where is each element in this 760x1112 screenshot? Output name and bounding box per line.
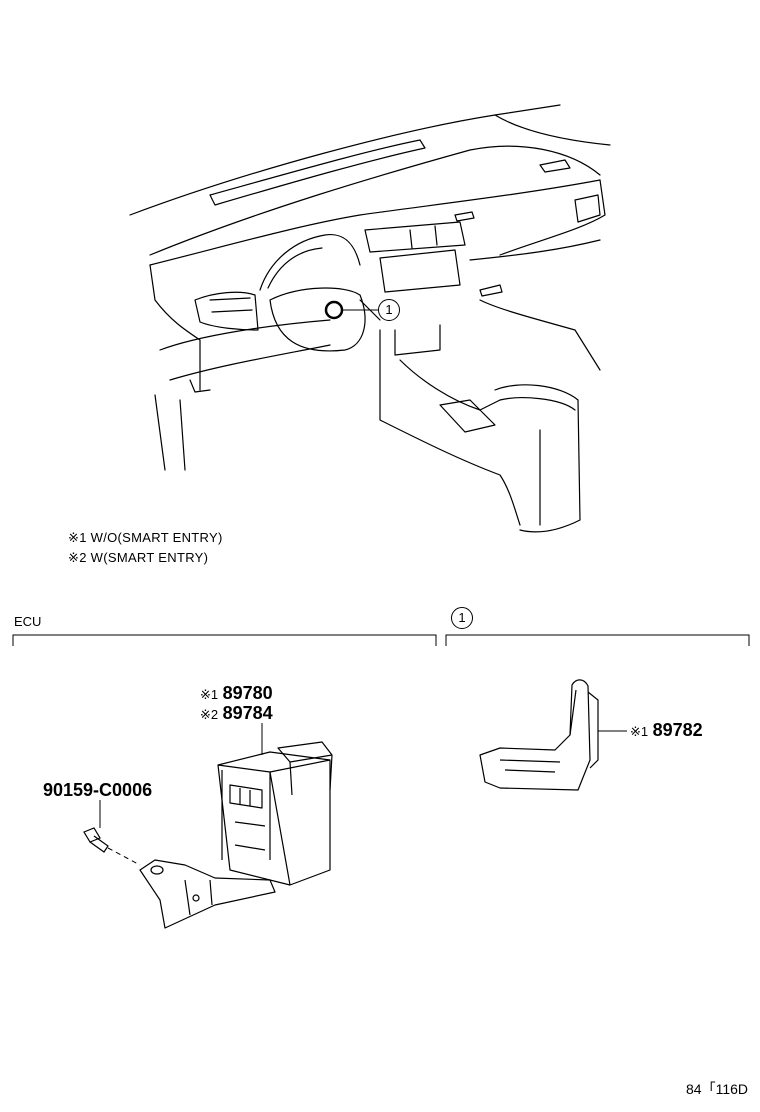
defroster-vent xyxy=(209,139,426,206)
left-vent xyxy=(194,291,259,331)
part-89780-mark: ※1 xyxy=(200,687,219,702)
ecu-section-bracket xyxy=(12,634,437,646)
right-vent xyxy=(574,194,601,223)
note-2: ※2 W(SMART ENTRY) xyxy=(68,550,208,566)
note-2-text: W(SMART ENTRY) xyxy=(90,550,209,565)
part-bolt-label[interactable]: 90159-C0006 xyxy=(43,780,152,801)
note-1-mark: ※1 xyxy=(68,530,87,545)
part-89782-number[interactable]: 89782 xyxy=(652,720,703,740)
shift-lever-area xyxy=(439,399,496,433)
ecu-mounting-bracket xyxy=(139,859,276,929)
figure-code: 84「116D xyxy=(686,1081,749,1097)
note-2-mark: ※2 xyxy=(68,550,87,565)
section-title-ecu: ECU xyxy=(14,614,42,629)
callout-1-dashboard[interactable]: 1 xyxy=(378,299,400,321)
part-89782-mark: ※1 xyxy=(630,724,649,739)
windshield-edge xyxy=(129,104,561,216)
ecu-location-marker xyxy=(324,300,344,320)
cluster-hood xyxy=(259,234,361,291)
part-89784-label[interactable]: ※2 89784 xyxy=(200,703,273,724)
part-bolt-number[interactable]: 90159-C0006 xyxy=(43,780,153,800)
note-1-text: W/O(SMART ENTRY) xyxy=(90,530,223,545)
note-1: ※1 W/O(SMART ENTRY) xyxy=(68,530,223,546)
part-89782-label[interactable]: ※1 89782 xyxy=(630,720,703,741)
center-vents xyxy=(364,221,466,253)
part-89784-number[interactable]: 89784 xyxy=(222,703,273,723)
smart-bracket-drawing xyxy=(479,679,599,791)
display xyxy=(379,249,461,293)
part-89780-number[interactable]: 89780 xyxy=(222,683,273,703)
part-89780-label[interactable]: ※1 89780 xyxy=(200,683,273,704)
part-89784-mark: ※2 xyxy=(200,707,219,722)
bolt-drawing xyxy=(83,827,109,853)
ecu-unit-drawing xyxy=(139,741,333,929)
section-callout-1[interactable]: 1 xyxy=(451,607,473,629)
steering-column xyxy=(269,287,366,352)
bracket-section-bracket xyxy=(445,634,750,646)
